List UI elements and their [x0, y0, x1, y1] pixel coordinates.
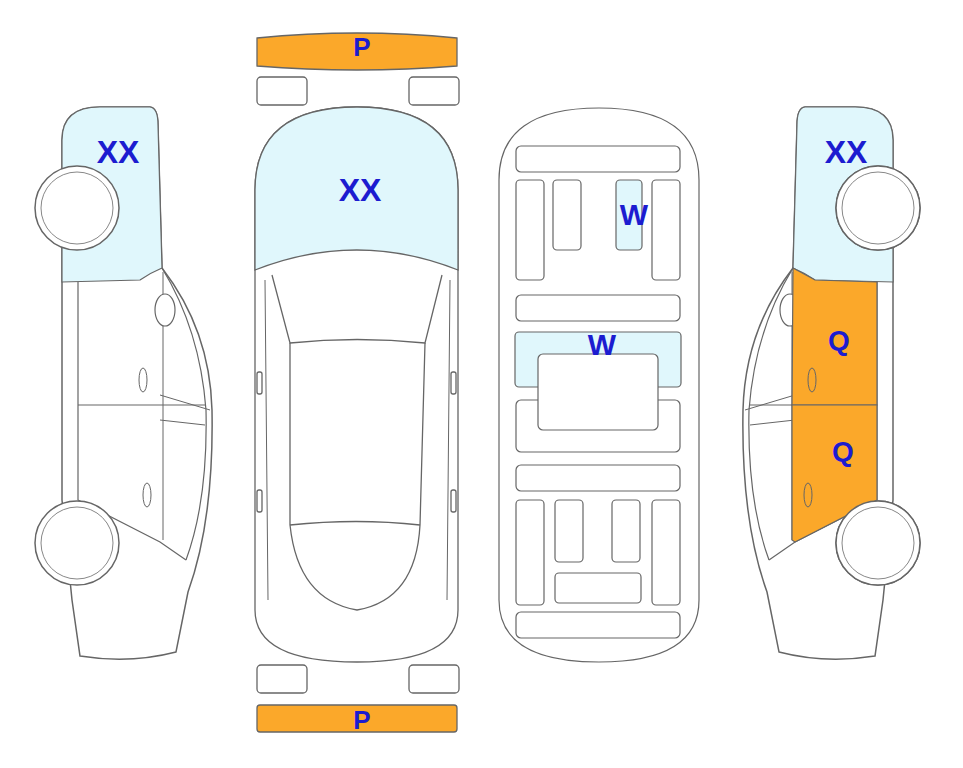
damage-code: XX: [97, 136, 140, 168]
damage-code: P: [353, 34, 370, 60]
damage-code: W: [588, 330, 616, 360]
damage-code: XX: [339, 174, 382, 206]
damage-code: P: [353, 707, 370, 733]
car-underbody-view: [499, 108, 699, 662]
damage-code: XX: [825, 136, 868, 168]
car-top-view: [255, 33, 459, 732]
damage-code: Q: [832, 438, 854, 466]
damage-code: W: [620, 200, 648, 230]
damage-code: Q: [828, 327, 850, 355]
car-right-side: [743, 107, 920, 659]
